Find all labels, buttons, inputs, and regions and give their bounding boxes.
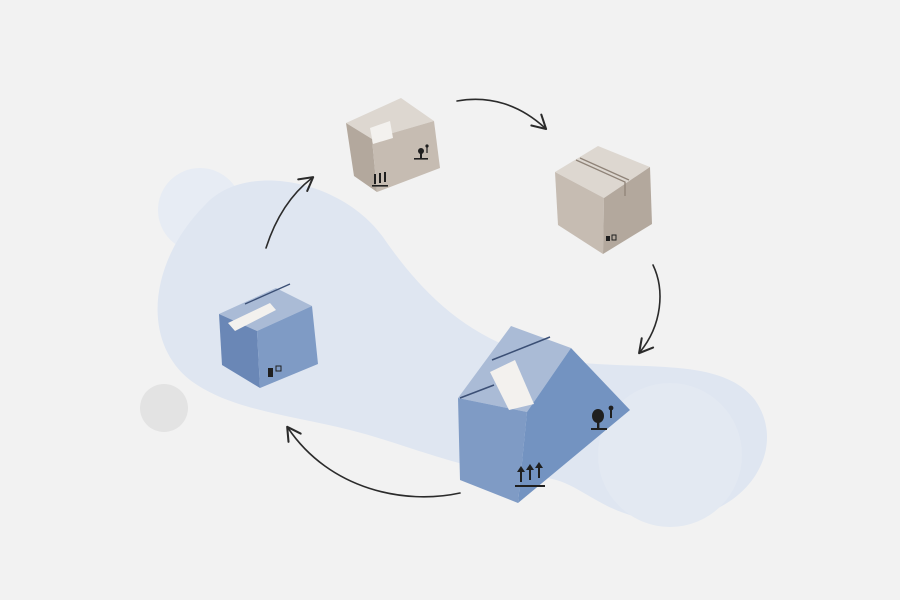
- box-tape: [370, 121, 393, 144]
- box-seam: [244, 283, 291, 305]
- box-side-face: [257, 306, 318, 388]
- box-front-face: [219, 314, 260, 388]
- fragile-icon: [414, 144, 429, 160]
- box-front-face: [555, 172, 604, 254]
- cycle-arrows: [265, 98, 661, 498]
- box-side-face: [603, 167, 652, 254]
- arrow-bottom-icon: [286, 425, 461, 498]
- blue-box-left: [219, 283, 318, 388]
- box-seam-2: [459, 384, 495, 399]
- label-icon: [606, 234, 617, 241]
- box-tape: [490, 360, 534, 410]
- box-seam-2: [579, 157, 630, 181]
- box-seam: [491, 336, 551, 361]
- box-side-face: [518, 348, 630, 503]
- kraft-box-small-top: [346, 98, 440, 192]
- fragile-icon: [591, 405, 614, 430]
- gray-dot: [140, 384, 188, 432]
- arrow-top-icon: [456, 98, 548, 131]
- box-top-face: [346, 98, 434, 139]
- blue-box-large: [458, 326, 630, 503]
- blob-circle-bottomright: [598, 383, 742, 527]
- arrow-left-icon: [265, 176, 315, 249]
- box-front-face: [346, 123, 377, 192]
- background-blob: [157, 168, 768, 527]
- this-way-up-icon: [372, 172, 388, 187]
- this-way-up-icon: [515, 462, 545, 487]
- kraft-box-right: [555, 146, 652, 254]
- label-icon: [268, 365, 282, 377]
- box-front-face: [458, 398, 527, 503]
- arrow-right-icon: [638, 264, 661, 355]
- box-seam: [575, 159, 626, 196]
- box-tape: [228, 303, 276, 331]
